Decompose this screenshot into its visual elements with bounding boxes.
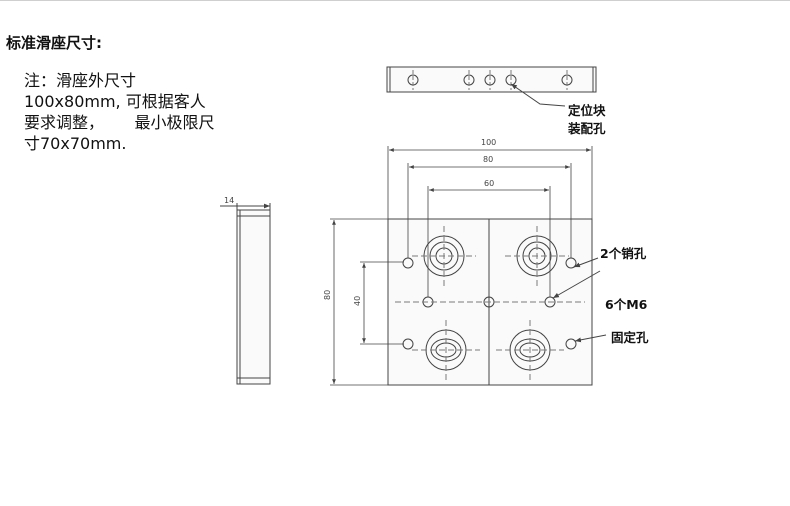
width-dimensions [387,146,593,297]
note-line-3: 要求调整， 最小极限尺 [24,113,215,132]
note-line-2: 100x80mm, 可根据客人 [24,92,206,111]
side-view [220,203,271,385]
side-view-outline [236,209,271,385]
dim-height-total: 80 [323,290,332,300]
page-title: 标准滑座尺寸: [6,34,102,52]
dim-width-60: 60 [484,179,494,188]
callout-locating-line1: 定位块 [568,103,606,118]
callout-locating-line2: 装配孔 [568,121,606,136]
callout-m6: 6个M6 [605,297,648,312]
dim-side-thickness: 14 [224,196,234,205]
dim-width-80: 80 [483,155,493,164]
fixing-holes-leader [574,334,607,343]
plate-centerlines [395,226,585,380]
size-note: 注：滑座外尺寸 100x80mm, 可根据客人要求调整， 最小极限尺寸70x70m… [24,70,215,154]
dim-height-40: 40 [353,296,362,306]
note-line-4: 寸70x70mm. [24,134,127,153]
note-line-1: 注：滑座外尺寸 [24,71,137,90]
dim-width-total: 100 [481,138,496,147]
height-dimensions [330,218,404,386]
pin-holes-leader [573,257,599,268]
m6-leader [552,270,601,299]
top-view [386,66,597,93]
top-view-outline [386,66,597,93]
callout-pin-holes: 2个销孔 [600,246,647,261]
top-divider [0,0,790,1]
front-view [387,218,593,386]
top-view-centerlines [412,70,568,90]
locating-hole-leader [510,83,566,107]
callout-fixing-holes: 固定孔 [611,330,649,345]
callout-leaders [552,257,607,343]
